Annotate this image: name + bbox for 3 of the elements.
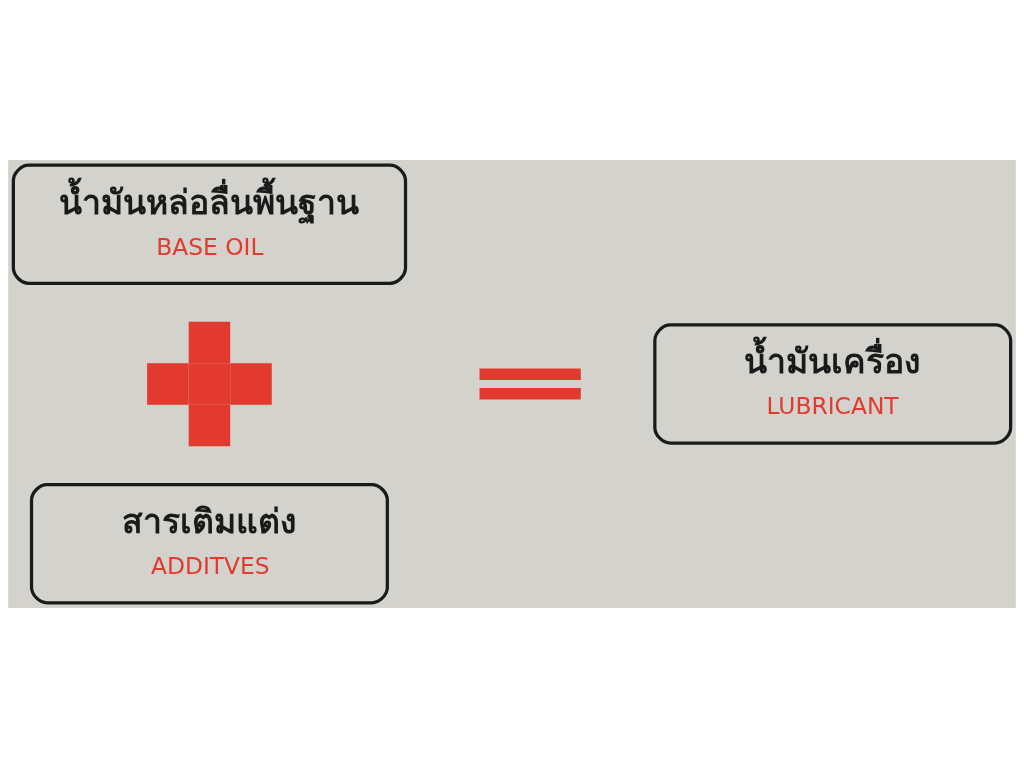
node-box: น้ำมันเครื่อง LUBRICANT: [653, 323, 1013, 445]
node-box: สารเติมแต่ง ADDITVES: [29, 483, 389, 605]
node-box: น้ำมันหล่อลื่นพื้นฐาน BASE OIL: [11, 163, 408, 285]
